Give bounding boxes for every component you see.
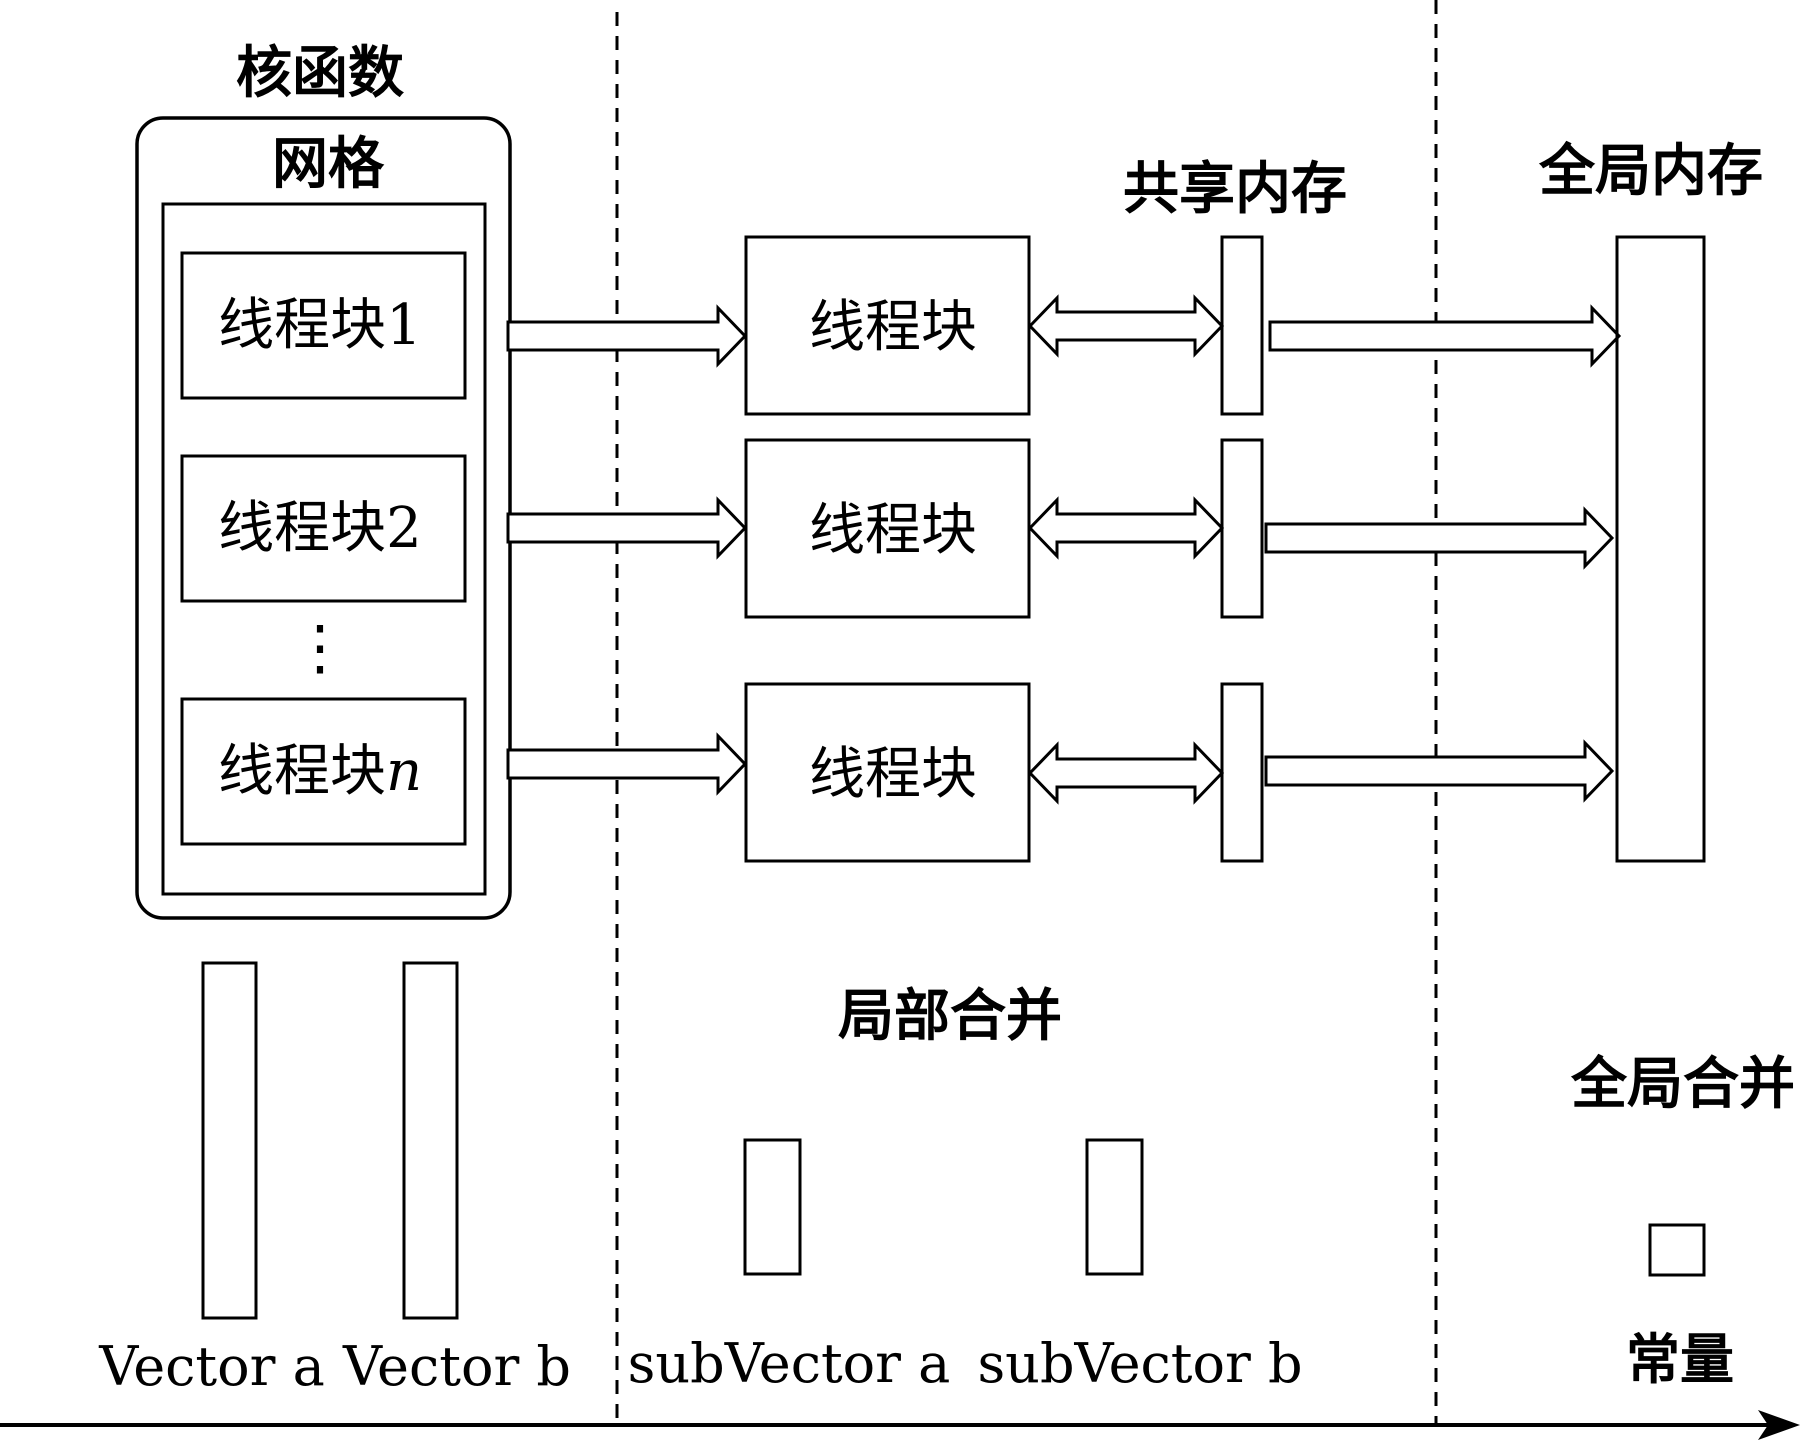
arrow-shared-to-global-1 bbox=[1268, 304, 1622, 368]
arrow-grid-to-block-3 bbox=[506, 732, 748, 796]
grid-block-2: 线程块2 bbox=[180, 454, 467, 603]
kernel-title: 核函数 bbox=[236, 40, 404, 106]
svg-text:线程块2: 线程块2 bbox=[218, 496, 422, 561]
arrow-grid-to-block-1 bbox=[506, 304, 748, 368]
grid-label: 网格 bbox=[272, 131, 385, 197]
thread-block-2-label: 线程块 bbox=[809, 498, 977, 563]
thread-block-1-label: 线程块 bbox=[809, 295, 977, 360]
svg-text:线程块1: 线程块1 bbox=[218, 293, 422, 358]
grid-box bbox=[161, 202, 487, 896]
double-arrow-2 bbox=[1027, 496, 1225, 560]
shared-memory-label: 共享内存 bbox=[1123, 156, 1347, 222]
subvector-b-bar bbox=[1085, 1138, 1144, 1276]
global-memory-bar bbox=[1615, 235, 1706, 863]
grid-block-1-label: 线程块 bbox=[218, 293, 386, 358]
vector-b-label: Vector b bbox=[342, 1335, 571, 1398]
double-arrow-1 bbox=[1027, 294, 1225, 358]
vector-a-bar bbox=[201, 961, 258, 1320]
vector-a-label: Vector a bbox=[98, 1335, 325, 1398]
arrow-shared-to-global-3 bbox=[1264, 739, 1615, 803]
grid-block-1-suffix: 1 bbox=[386, 293, 422, 358]
shared-memory-bar-1 bbox=[1220, 235, 1264, 416]
double-arrow-3 bbox=[1027, 741, 1225, 805]
arrow-shared-to-global-2 bbox=[1264, 506, 1615, 570]
thread-block-2: 线程块 bbox=[744, 438, 1031, 619]
subvector-a-label: subVector a bbox=[628, 1332, 951, 1395]
grid-block-1: 线程块1 bbox=[180, 251, 467, 400]
constant-box bbox=[1648, 1223, 1706, 1277]
constant-label: 常量 bbox=[1626, 1327, 1734, 1391]
thread-block-3-label: 线程块 bbox=[809, 742, 977, 807]
grid-block-2-suffix: 2 bbox=[386, 496, 422, 561]
shared-memory-bar-3 bbox=[1220, 682, 1264, 863]
thread-block-1: 线程块 bbox=[744, 235, 1031, 416]
global-memory-label: 全局内存 bbox=[1538, 138, 1763, 204]
grid-block-n: 线程块n bbox=[180, 697, 467, 846]
subvector-a-bar bbox=[743, 1138, 802, 1276]
svg-text:线程块n: 线程块n bbox=[218, 739, 422, 804]
grid-ellipsis: ⋮ bbox=[290, 613, 350, 683]
grid-block-2-label: 线程块 bbox=[218, 496, 386, 561]
thread-block-3: 线程块 bbox=[744, 682, 1031, 863]
grid-block-n-label: 线程块 bbox=[218, 739, 386, 804]
grid-block-n-suffix: n bbox=[386, 739, 422, 804]
arrow-grid-to-block-2 bbox=[506, 496, 748, 560]
local-merge-label: 局部合并 bbox=[838, 983, 1062, 1049]
global-merge-label: 全局合并 bbox=[1570, 1051, 1795, 1117]
vector-b-bar bbox=[402, 961, 459, 1320]
shared-memory-bar-2 bbox=[1220, 438, 1264, 619]
time-axis-arrowhead bbox=[1758, 1410, 1800, 1440]
subvector-b-label: subVector b bbox=[977, 1332, 1302, 1395]
